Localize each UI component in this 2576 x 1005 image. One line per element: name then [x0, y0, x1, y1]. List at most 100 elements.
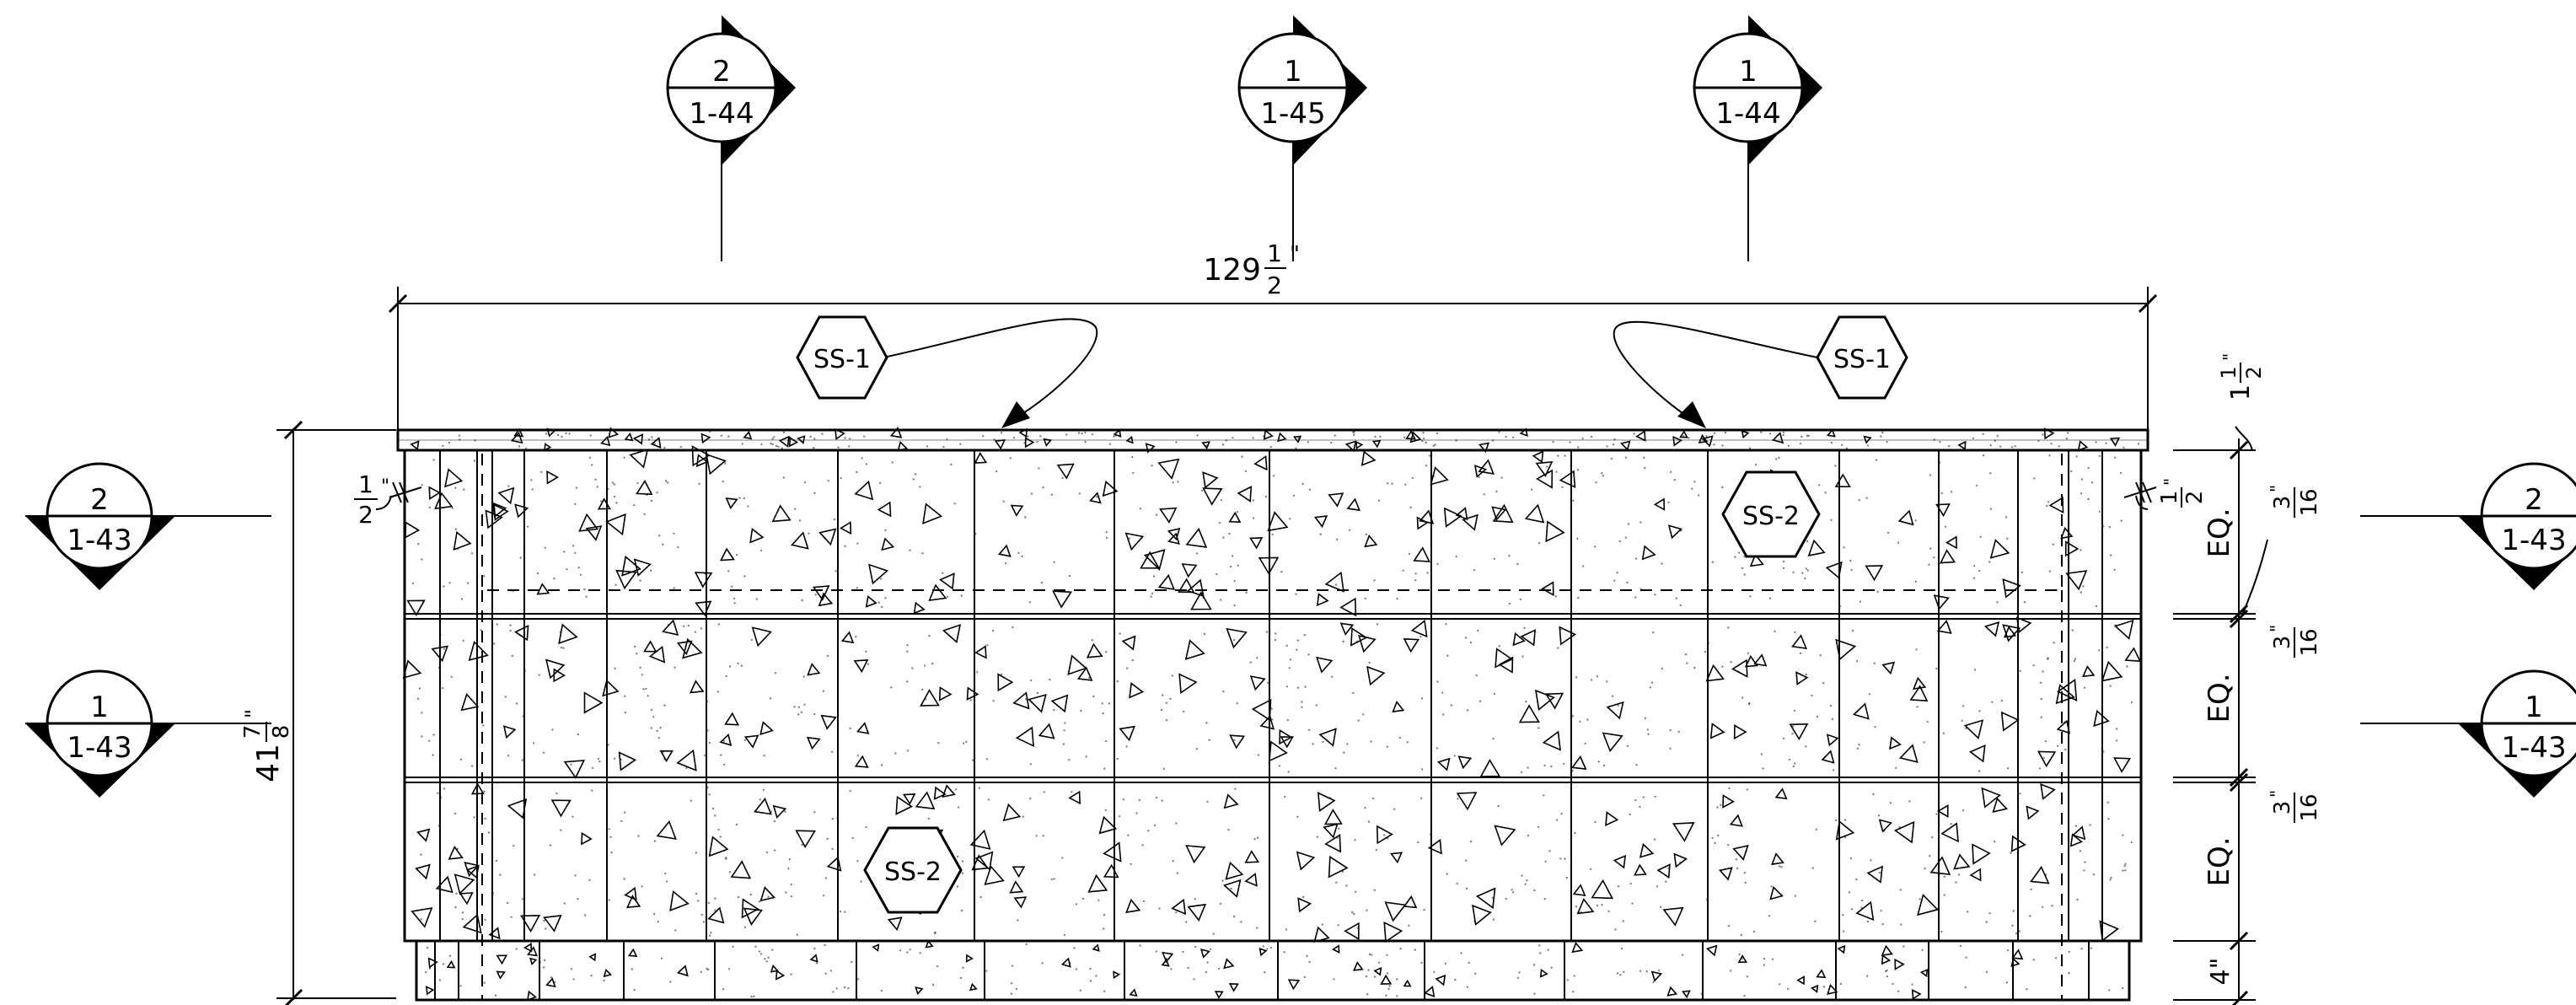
aggregate-triangle: [1572, 884, 1586, 896]
aggregate-dot: [1479, 700, 1482, 702]
aggregate-dot: [961, 872, 964, 874]
aggregate-dot: [962, 966, 964, 969]
aggregate-dot: [1270, 718, 1274, 721]
aggregate-triangle: [1076, 666, 1093, 681]
aggregate-dot: [1744, 881, 1747, 884]
aggregate-triangle: [772, 804, 787, 820]
aggregate-dot: [1737, 670, 1740, 673]
aggregate-dot: [663, 446, 666, 449]
aggregate-triangle: [1409, 431, 1422, 443]
aggregate-dot: [1626, 744, 1629, 747]
section-marker-left-1[interactable]: 2 1-43: [25, 462, 271, 590]
aggregate-triangle: [1098, 815, 1118, 835]
aggregate-dot: [425, 970, 427, 974]
aggregate-dot: [867, 663, 870, 665]
aggregate-dot: [653, 840, 657, 842]
hexagon-tag-icon: [1816, 315, 1908, 400]
aggregate-triangle: [840, 631, 855, 644]
aggregate-triangle: [1328, 855, 1349, 879]
aggregate-dot: [2047, 501, 2050, 503]
aggregate-dot: [912, 478, 915, 481]
material-tag-ss1-left[interactable]: SS-1: [796, 315, 1098, 428]
material-tag-ss1-right[interactable]: SS-1: [1613, 315, 1908, 428]
aggregate-dot: [824, 943, 826, 947]
aggregate-dot: [1089, 967, 1092, 970]
aggregate-dot: [1737, 551, 1741, 554]
leader-arrow-icon: [1677, 401, 1706, 428]
aggregate-dot: [1135, 812, 1138, 814]
aggregate-dot: [714, 909, 716, 911]
aggregate-triangle: [2004, 626, 2017, 638]
aggregate-dot: [1368, 953, 1371, 956]
tag-label: SS-1: [1833, 345, 1891, 374]
aggregate-dot: [1886, 975, 1888, 978]
aggregate-dot: [710, 932, 712, 934]
aggregate-dot: [1543, 764, 1546, 767]
aggregate-dot: [483, 981, 486, 984]
aggregate-dot: [521, 759, 523, 761]
aggregate-triangle: [1159, 507, 1178, 524]
material-tag-ss2-lower[interactable]: SS-2: [863, 826, 963, 914]
aggregate-triangle: [636, 480, 653, 496]
aggregate-dot: [1523, 626, 1526, 629]
aggregate-triangle: [795, 830, 817, 849]
aggregate-dot: [1130, 863, 1132, 865]
aggregate-dot: [1265, 631, 1269, 633]
aggregate-dot: [572, 978, 575, 981]
aggregate-triangle: [497, 486, 515, 505]
aggregate-dot: [1081, 432, 1083, 435]
aggregate-dot: [1141, 844, 1144, 846]
aggregate-triangle: [415, 863, 431, 880]
aggregate-dot: [998, 439, 1001, 442]
section-marker-top-3[interactable]: 1 1-44: [1693, 15, 1822, 261]
aggregate-dot: [1686, 662, 1688, 664]
aggregate-dot: [2095, 605, 2098, 608]
aggregate-dot: [1856, 747, 1860, 750]
material-tag-ss2-upper[interactable]: SS-2: [1721, 470, 1821, 558]
aggregate-triangle: [1479, 442, 1490, 454]
aggregate-dot: [1617, 704, 1619, 707]
aggregate-dot: [985, 758, 989, 760]
aggregate-dot: [880, 989, 883, 992]
dim-denominator: 2: [1267, 271, 1282, 299]
aggregate-dot: [2074, 825, 2078, 827]
aggregate-dot: [1688, 437, 1690, 439]
aggregate-dot: [924, 698, 927, 701]
aggregate-dot: [1387, 987, 1390, 991]
section-marker-top-2[interactable]: 1 1-45: [1237, 15, 1367, 261]
aggregate-triangle: [1605, 811, 1619, 827]
aggregate-triangle: [865, 595, 877, 608]
section-marker-left-2[interactable]: 1 1-43: [25, 669, 271, 798]
aggregate-triangle: [1293, 435, 1302, 443]
aggregate-triangle: [453, 530, 472, 551]
aggregate-dot: [1597, 760, 1600, 763]
section-marker-right-2[interactable]: 1 1-43: [2360, 669, 2576, 798]
aggregate-triangle: [545, 977, 556, 988]
aggregate-dot: [1700, 992, 1703, 995]
aggregate-dot: [1336, 836, 1339, 839]
aggregate-triangle: [1267, 511, 1289, 532]
aggregate-dot: [2082, 585, 2085, 588]
aggregate-dot: [572, 545, 575, 547]
aggregate-dot: [2098, 454, 2101, 458]
aggregate-triangle: [778, 435, 790, 448]
aggregate-dot: [1417, 841, 1419, 844]
aggregate-dot: [572, 815, 574, 818]
section-marker-top-1[interactable]: 2 1-44: [666, 15, 796, 261]
aggregate-dot: [1770, 885, 1773, 888]
aggregate-dot: [1580, 911, 1582, 914]
aggregate-dot: [824, 972, 827, 975]
aggregate-dot: [2106, 646, 2108, 648]
aggregate-dot: [1301, 701, 1303, 703]
aggregate-triangle: [1038, 723, 1055, 739]
aggregate-dot: [602, 508, 604, 510]
aggregate-triangle: [1344, 440, 1357, 453]
aggregate-dot: [1521, 874, 1523, 877]
section-marker-right-1[interactable]: 2 1-43: [2360, 462, 2576, 590]
aggregate-triangle: [1981, 787, 2001, 809]
aggregate-dot: [1267, 681, 1269, 684]
aggregate-dot: [1721, 486, 1724, 489]
aggregate-dot: [1658, 969, 1661, 972]
aggregate-triangle: [624, 886, 637, 901]
aggregate-dot: [933, 932, 936, 935]
